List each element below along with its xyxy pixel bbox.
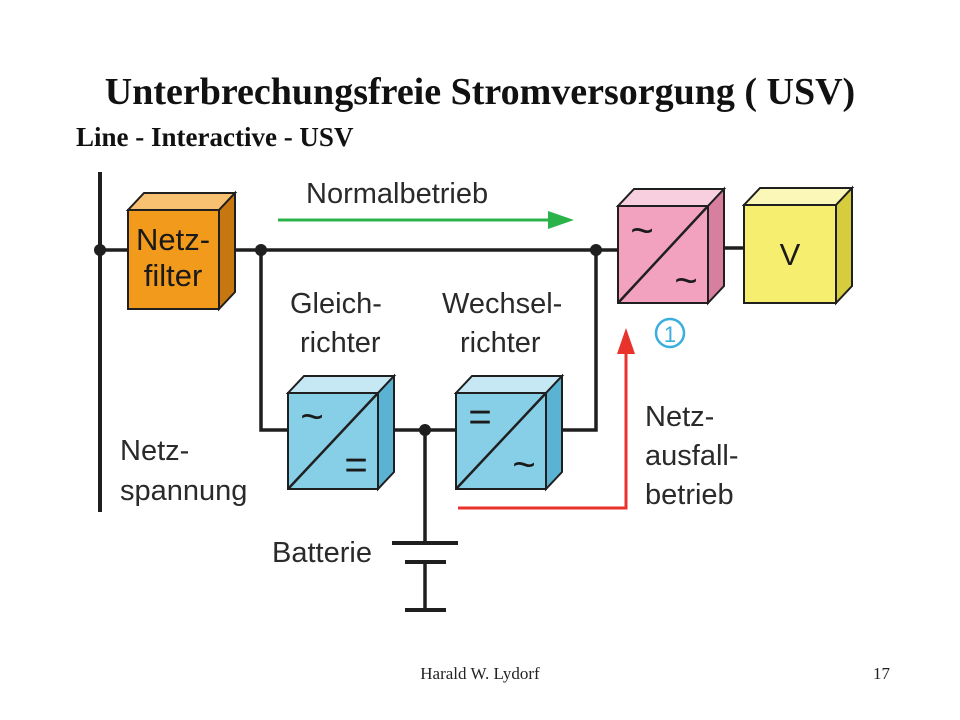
rectifier-branch [259,250,288,432]
netzspannung-label-2: spannung [120,475,247,507]
junction-dot [590,244,602,256]
ac-symbol: ~ [630,209,653,253]
netzfilter-label-2: filter [144,258,203,293]
dc-symbol: = [468,395,491,439]
ac-symbol: ~ [674,259,697,303]
netzausfall-label-3: betrieb [645,479,734,511]
netzausfall-label-2: ausfall- [645,440,739,472]
normal-operation-arrow [278,211,574,229]
slide-subtitle: Line - Interactive - USV [76,122,354,152]
gleichrichter-label-2: richter [300,327,381,359]
gleichrichter-label-1: Gleich- [290,288,382,320]
marker-1: 1 [654,317,686,349]
junction-dot [94,244,106,256]
converter-box: ~ ~ [615,186,727,306]
junction-dot [419,424,431,436]
slide-title: Unterbrechungsfreie Stromversorgung ( US… [104,71,856,113]
netzfilter-label-1: Netz- [136,222,210,257]
page-number: 17 [873,664,890,683]
marker-1-label: 1 [664,322,676,347]
batterie-label: Batterie [272,537,372,569]
netzausfall-label-1: Netz- [645,401,714,433]
dc-symbol: = [344,443,367,487]
footer-author: Harald W. Lydorf [420,664,540,683]
ac-symbol: ~ [300,395,323,439]
wechselrichter-label-2: richter [460,327,541,359]
gleichrichter-box: ~ = [285,373,397,492]
load-box: V [741,185,855,306]
wechselrichter-label-1: Wechsel- [442,288,562,320]
wechselrichter-box: = ~ [453,373,565,492]
ac-symbol: ~ [512,443,535,487]
netzfilter-box: Netz- filter [125,190,238,312]
netzspannung-label-1: Netz- [120,435,189,467]
junction-dot [255,244,267,256]
failure-operation-arrow [458,328,635,510]
load-label: V [780,237,801,272]
normal-operation-label: Normalbetrieb [306,178,488,210]
